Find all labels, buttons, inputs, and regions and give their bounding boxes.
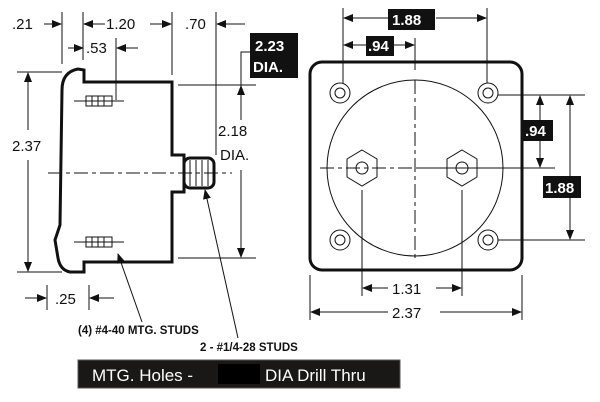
dim-stud-label: .70	[185, 16, 206, 33]
dim-outer-dia-label: 2.23	[255, 38, 284, 55]
dim-bezel-label: .21	[12, 16, 33, 33]
dim-width-label: 2.37	[392, 305, 421, 322]
drill-note-suffix: DIA Drill Thru	[265, 366, 366, 385]
mtg-stud-top	[74, 95, 124, 107]
dim-body-dia-unit: DIA.	[220, 147, 249, 164]
meter-housing-outline	[53, 67, 186, 274]
dim-height-label: 2.37	[12, 138, 41, 155]
drill-note-prefix: MTG. Holes -	[92, 366, 193, 385]
dim-hole-half-h-label: .94	[368, 38, 390, 55]
dim-hole-half-v-label: .94	[525, 123, 547, 140]
hole-half-v-box	[522, 120, 553, 141]
note-terminal-studs: 2 - #1/4-28 STUDS	[200, 342, 298, 354]
drill-note-bar: MTG. Holes - DIA Drill Thru	[77, 359, 401, 389]
dim-outer-dia-unit: DIA.	[253, 59, 283, 76]
dim-body-label: 1.20	[106, 16, 135, 33]
hole-spacing-v-box	[543, 176, 581, 198]
dim-body-dia-label: 2.18	[218, 123, 247, 140]
mtg-stud-bottom	[74, 236, 124, 248]
outer-dia-box	[250, 33, 298, 78]
mounting-holes	[329, 82, 499, 251]
dim-hole-spacing-h-label: 1.88	[392, 12, 421, 29]
hole-half-h-box	[366, 36, 394, 56]
dim-hole-spacing-v-label: 1.88	[545, 180, 574, 197]
dim-offset-label: .25	[55, 291, 76, 308]
front-view: 1.88 .94 .94 1.88 1.31 2.37	[308, 8, 585, 322]
side-view: .21 1.20 .70 .53 2.37 2.23 DIA. 2.18 DIA…	[12, 12, 298, 339]
dim-mtg-stud-label: .53	[86, 40, 107, 57]
redacted-value-box	[218, 364, 260, 384]
note-mtg-studs: (4) #4-40 MTG. STUDS	[78, 325, 199, 337]
front-panel-outline	[308, 60, 524, 272]
dim-terminal-spacing-label: 1.31	[392, 281, 421, 298]
hole-spacing-h-box	[388, 9, 435, 30]
